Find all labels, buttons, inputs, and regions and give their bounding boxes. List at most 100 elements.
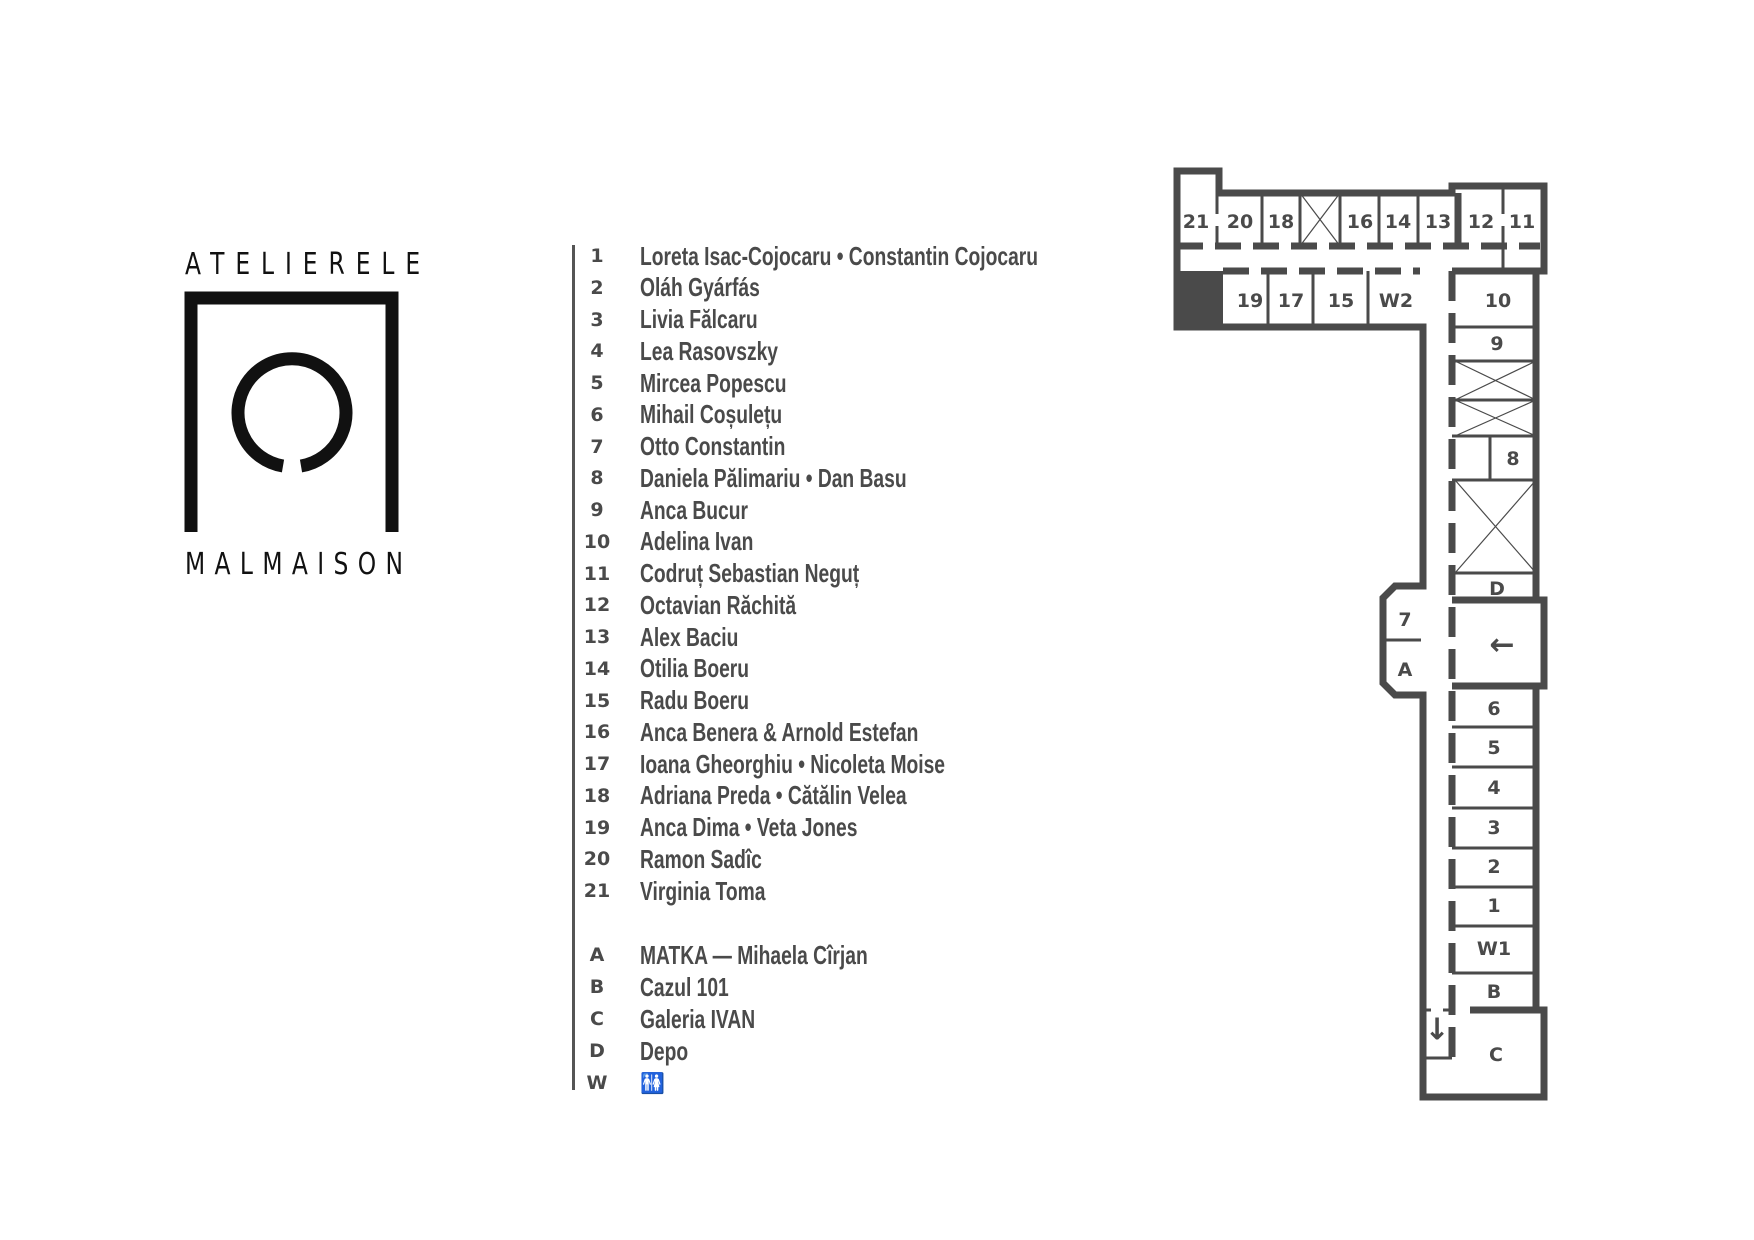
legend-number: W <box>586 1072 608 1094</box>
legend-name: Anca Benera & Arnold Estefan <box>640 716 919 747</box>
legend-number: 20 <box>583 848 611 871</box>
room-label: 7 <box>1398 609 1411 631</box>
legend-name: Octavian Răchită <box>640 589 797 620</box>
legend-row: C Galeria IVAN <box>580 1004 796 1034</box>
legend-name: Mihail Coșulețu <box>640 399 783 430</box>
legend-row: 16 Anca Benera & Arnold Estefan <box>580 717 1016 747</box>
room-label: 13 <box>1425 211 1451 233</box>
room-label: 11 <box>1509 211 1535 233</box>
room-label: 18 <box>1268 211 1294 233</box>
room-label: 5 <box>1487 737 1500 759</box>
legend-row: 5 Mircea Popescu <box>580 368 838 398</box>
room-label: 9 <box>1490 333 1503 355</box>
legend-number: 16 <box>583 721 611 744</box>
legend-name: Adriana Preda • Cătălin Velea <box>640 780 907 811</box>
legend-number: 10 <box>583 530 611 553</box>
legend-divider <box>572 245 575 1090</box>
legend-number: 6 <box>590 403 604 426</box>
room-label: 21 <box>1183 211 1209 233</box>
legend-number: 15 <box>583 689 611 712</box>
legend-name: Daniela Pălimariu • Dan Basu <box>640 462 907 493</box>
logo-top-word: ATELIERELE <box>185 247 432 282</box>
restroom-icon: 🚻 <box>640 1072 665 1095</box>
legend-name: Livia Fălcaru <box>640 304 758 334</box>
room-label: 1 <box>1487 895 1500 917</box>
entrance-arrow-icon: ← <box>1489 628 1514 663</box>
legend-number: 11 <box>583 562 611 585</box>
room-label: C <box>1489 1044 1503 1066</box>
legend-row: 13 Alex Baciu <box>580 622 773 652</box>
legend-name: Ramon Sadîc <box>640 843 762 874</box>
legend-number: 19 <box>583 816 611 839</box>
legend-number: D <box>589 1040 605 1062</box>
legend-number: 21 <box>583 880 611 902</box>
legend-number: 17 <box>583 753 611 775</box>
legend-number: 5 <box>590 372 604 394</box>
legend-number: 7 <box>590 435 604 458</box>
room-label: 19 <box>1237 290 1263 312</box>
legend-row: 19 Anca Dima • Veta Jones <box>580 812 934 843</box>
legend-number: 8 <box>590 467 604 490</box>
legend-row: 7 Otto Constantin <box>580 431 836 462</box>
legend-number: C <box>590 1008 604 1030</box>
plan-room-labels: 21 20 18 16 14 13 12 11 19 17 15 W2 10 9… <box>1183 211 1535 1066</box>
legend-name: Radu Boeru <box>640 685 750 715</box>
room-label: 20 <box>1227 211 1253 233</box>
legend-name: Alex Baciu <box>640 621 739 652</box>
room-label: D <box>1489 578 1505 600</box>
legend-number: A <box>589 944 605 966</box>
room-label: 14 <box>1385 211 1411 233</box>
legend-row: 4 Lea Rasovszky <box>580 336 826 366</box>
room-label: 17 <box>1278 290 1304 312</box>
legend-row: 8 Daniela Pălimariu • Dan Basu <box>580 463 1000 493</box>
legend-name: Depo <box>640 1035 689 1066</box>
legend-row: 3 Livia Fălcaru <box>580 304 799 335</box>
legend-row: 18 Adriana Preda • Cătălin Velea <box>580 780 1000 811</box>
legend-row: 15 Radu Boeru <box>580 685 787 716</box>
room-label: 8 <box>1506 448 1519 470</box>
legend-number: 9 <box>590 499 604 521</box>
legend-name: Otto Constantin <box>640 431 786 461</box>
legend-row: D Depo <box>580 1036 705 1066</box>
plan-void-crosses <box>1299 192 1537 574</box>
legend-number: 3 <box>590 308 604 331</box>
legend-row: 20 Ramon Sadîc <box>580 844 805 874</box>
room-label: 10 <box>1485 290 1511 312</box>
legend-number: 13 <box>583 626 611 648</box>
room-label: 4 <box>1487 777 1500 799</box>
room-label: 12 <box>1468 211 1494 233</box>
legend-number: 14 <box>583 657 611 680</box>
legend-row: 17 Ioana Gheorghiu • Nicoleta Moise <box>580 749 1052 779</box>
legend-row: W🚻 <box>580 1068 665 1098</box>
legend-name: Ioana Gheorghiu • Nicoleta Moise <box>640 748 946 779</box>
room-label: W1 <box>1477 938 1511 960</box>
room-label: 16 <box>1347 211 1373 233</box>
room-label: W2 <box>1379 290 1413 312</box>
plan-dark-block <box>1174 271 1223 327</box>
legend-row: 9 Anca Bucur <box>580 495 786 525</box>
plan-partitions <box>1215 186 1536 1060</box>
legend-name: Cazul 101 <box>640 971 729 1002</box>
legend-name: Mircea Popescu <box>640 367 787 398</box>
logo-bottom-word: MALMAISON <box>185 547 413 582</box>
legend-row: 11 Codruț Sebastian Neguț <box>580 558 936 589</box>
room-label: 15 <box>1328 290 1354 312</box>
legend-name: Anca Bucur <box>640 494 748 525</box>
legend-name: Anca Dima • Veta Jones <box>640 812 858 842</box>
legend-name: Lea Rasovszky <box>640 335 778 366</box>
legend-number: 18 <box>583 784 611 807</box>
legend-number: 4 <box>590 340 604 363</box>
legend-name: Codruț Sebastian Neguț <box>640 558 860 588</box>
legend-name: Loreta Isac-Cojocaru • Constantin Cojoca… <box>640 240 1039 271</box>
room-label: B <box>1487 981 1501 1003</box>
legend-number: B <box>589 976 605 998</box>
legend-name: MATKA — Mihaela Cîrjan <box>640 939 868 970</box>
room-label: 2 <box>1487 856 1500 878</box>
room-label: 6 <box>1487 698 1500 720</box>
legend-name: Galeria IVAN <box>640 1003 756 1034</box>
